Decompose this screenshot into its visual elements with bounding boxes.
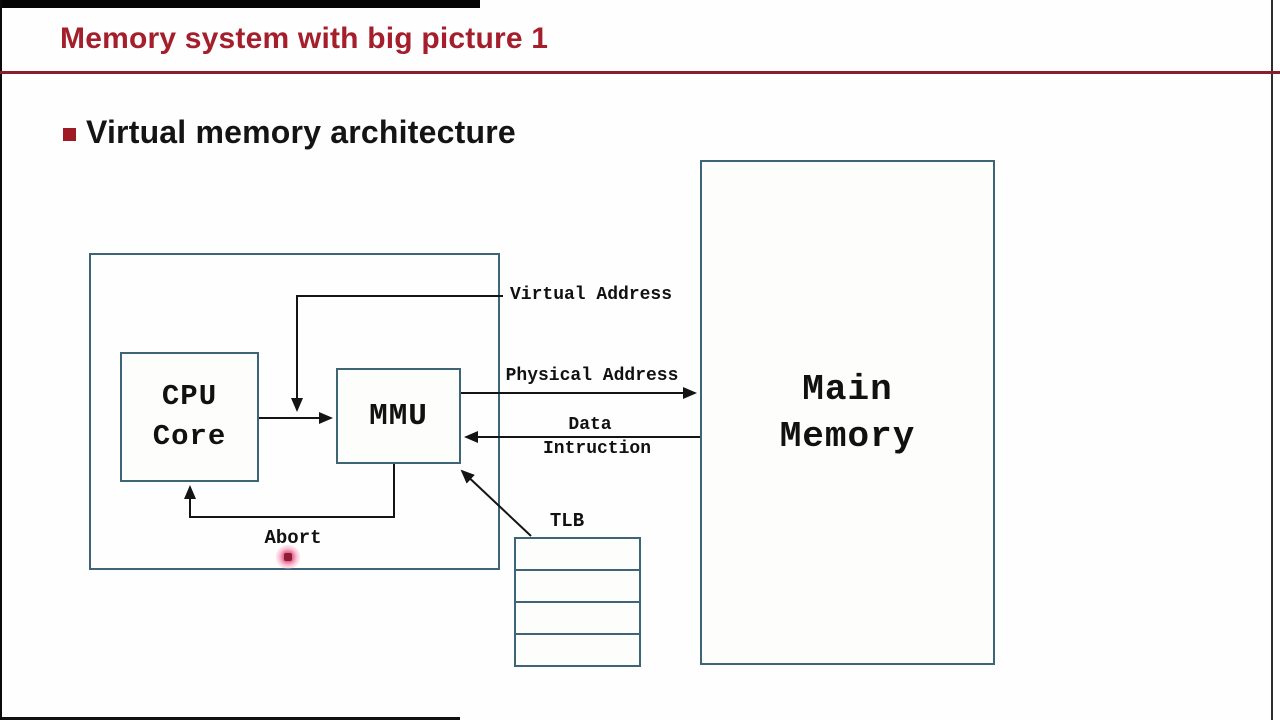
laser-pointer-dot [276,545,300,569]
main-memory-label-line1: Main [802,368,893,410]
instruction-label: Intruction [542,439,652,459]
frame-left-edge [0,0,2,720]
cpu-core-label-line1: CPU [161,380,218,413]
mmu-box: MMU [336,368,461,464]
tlb-row [514,569,641,603]
tlb-row [514,633,641,667]
tlb-row [514,601,641,635]
bullet-square-icon [63,128,76,141]
frame-right-edge [1271,0,1273,720]
tlb-label: TLB [549,510,585,532]
abort-label: Abort [264,527,322,549]
cpu-chip-box [89,253,500,570]
letterbox-bottom-bar [0,717,460,720]
tlb-stack [514,537,641,667]
main-memory-label-line2: Memory [779,415,916,457]
cpu-core-label-line2: Core [152,420,227,453]
physical-address-label: Physical Address [505,366,679,386]
data-label: Data [568,415,612,435]
section-heading: Virtual memory architecture [86,114,516,150]
title-divider [0,71,1280,74]
letterbox-top-bar [0,0,480,8]
virtual-address-label: Virtual Address [510,285,673,305]
main-memory-box: Main Memory [700,160,995,665]
laser-pointer-core [284,553,292,561]
slide-title: Memory system with big picture 1 [60,22,549,55]
tlb-row [514,537,641,571]
mmu-label: MMU [369,398,428,434]
cpu-core-box: CPU Core [120,352,259,482]
